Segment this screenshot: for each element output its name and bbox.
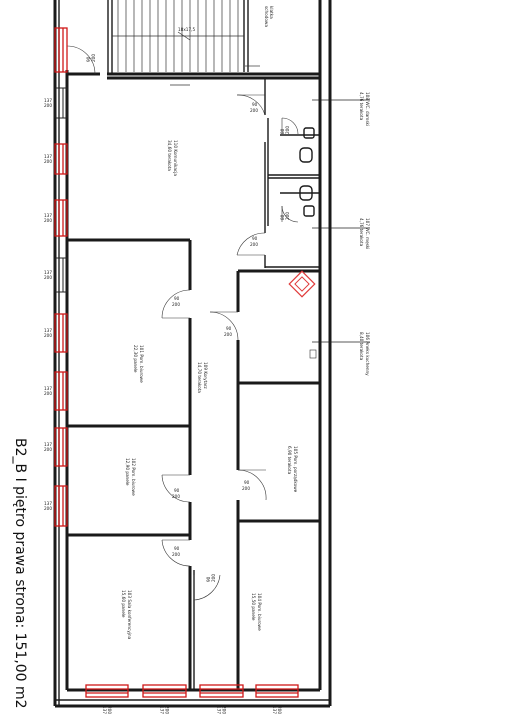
plan-title: B2_B I piętro prawa strona: 151,00 m2 — [12, 438, 28, 709]
door-label-height: 200 — [250, 242, 258, 247]
door-label-width: 90 — [206, 576, 211, 582]
sanitary-fixtures — [299, 127, 315, 217]
window-label-width: 137 — [44, 328, 52, 333]
door-label-height: 200 — [242, 486, 250, 491]
window — [54, 27, 68, 73]
window-label-height: 200 — [44, 159, 52, 164]
window-label-height: 200 — [44, 391, 52, 396]
room-label-office4-name: 104 Pom. biurowe — [257, 593, 262, 631]
window-label-height: 200 — [44, 333, 52, 338]
room-label-conference-area: 15,60 panele — [121, 590, 126, 618]
room-labels: 110 Komunikacja 34,60 terakota 101 Pom. … — [121, 92, 370, 640]
window-label-width: 137 — [44, 154, 52, 159]
room-label-wc-meski-area: 4,76 terakota — [359, 218, 364, 247]
room-label-office4-area: 15,50 panele — [251, 593, 256, 621]
door-label-height: 200 — [285, 212, 290, 220]
window-label-height: 200 — [44, 218, 52, 223]
room-label-conference-name: 103 Sala konferencyjna — [127, 590, 132, 640]
door-label-height: 200 — [285, 126, 290, 134]
room-label-office1-area: 22,30 panele — [133, 345, 138, 373]
window-label-height: 200 — [44, 447, 52, 452]
window-label-width: 137 — [44, 98, 52, 103]
room-label-corridor-name: 110 Komunikacja — [173, 140, 178, 176]
room-label-hall-name: 109 Korytarz — [203, 362, 208, 390]
door-label-height: 200 — [172, 552, 180, 557]
window-label-height: 200 — [44, 506, 52, 511]
window-label-width: 137 — [44, 270, 52, 275]
door-label-width: 90 — [252, 102, 258, 107]
window-label-width: 137 — [160, 706, 165, 714]
doors — [66, 45, 299, 601]
door-label-width: 80 — [280, 214, 285, 220]
interior-walls — [67, 65, 320, 690]
door-label-height: 200 — [172, 302, 180, 307]
door-label-height: 200 — [250, 108, 258, 113]
room-label-office2-name: 102 Pom. biurowe — [131, 458, 136, 496]
windows-left: 1372001372001372001372001372001372001372… — [44, 27, 68, 527]
door-label-width: 90 — [244, 480, 250, 485]
room-label-storage-name: 105 Pom. porządkowe — [293, 446, 298, 493]
room-label-kitchen-area: 8,40 terakota — [359, 332, 364, 361]
door-label-height: 200 — [224, 332, 232, 337]
room-label-hall-area: 14,70 terakota — [197, 362, 202, 393]
window-label-height: 200 — [277, 706, 282, 714]
window-label-width: 137 — [44, 442, 52, 447]
window-label-height: 200 — [222, 706, 227, 714]
room-label-wc-damski-area: 4,76 terakota — [359, 92, 364, 121]
door-label-width: 90 — [174, 296, 180, 301]
room-label-wc-damski-name: 108 WC. damski — [365, 92, 370, 126]
door-label-width: 90 — [174, 488, 180, 493]
room-label-wc-meski-name: 107 WC. męski — [365, 218, 370, 249]
window-label-height: 200 — [107, 706, 112, 714]
room-label-kitchen-name: 106 Aneks kuchenny — [365, 332, 370, 376]
door-label-width: 90 — [86, 56, 91, 62]
window-label-width: 137 — [44, 386, 52, 391]
window-label-width: 137 — [272, 706, 277, 714]
window-label-height: 200 — [44, 103, 52, 108]
door-label-width: 90 — [226, 326, 232, 331]
window-label-width: 137 — [44, 213, 52, 218]
exterior-walls — [53, 0, 332, 708]
kitchen-sink-icon — [288, 270, 316, 298]
door-label-height: 200 — [172, 494, 180, 499]
stair-label-1: klatka — [269, 6, 274, 19]
door-label-width: 90 — [252, 236, 258, 241]
stair-label-2: schodowa — [264, 6, 269, 27]
room-label-corridor-area: 34,60 terakota — [167, 140, 172, 171]
door-label-height: 200 — [211, 574, 216, 582]
staircase: 18x17,5 klatka schodowa — [107, 0, 274, 75]
door-label-width: 90 — [174, 546, 180, 551]
room-label-office1-name: 101 Pom. biurowe — [139, 345, 144, 383]
door-label-width: 80 — [280, 128, 285, 134]
door-label-height: 200 — [91, 54, 96, 62]
room-label-office2-area: 12,90 panele — [125, 458, 130, 486]
window-label-width: 137 — [44, 501, 52, 506]
window-label-width: 137 — [102, 706, 107, 714]
window-label-height: 200 — [44, 275, 52, 280]
stair-dimension: 18x17,5 — [178, 27, 195, 32]
window-label-width: 137 — [217, 706, 222, 714]
room-label-storage-area: 6,90 terakota — [287, 446, 292, 475]
window-label-height: 200 — [165, 706, 170, 714]
